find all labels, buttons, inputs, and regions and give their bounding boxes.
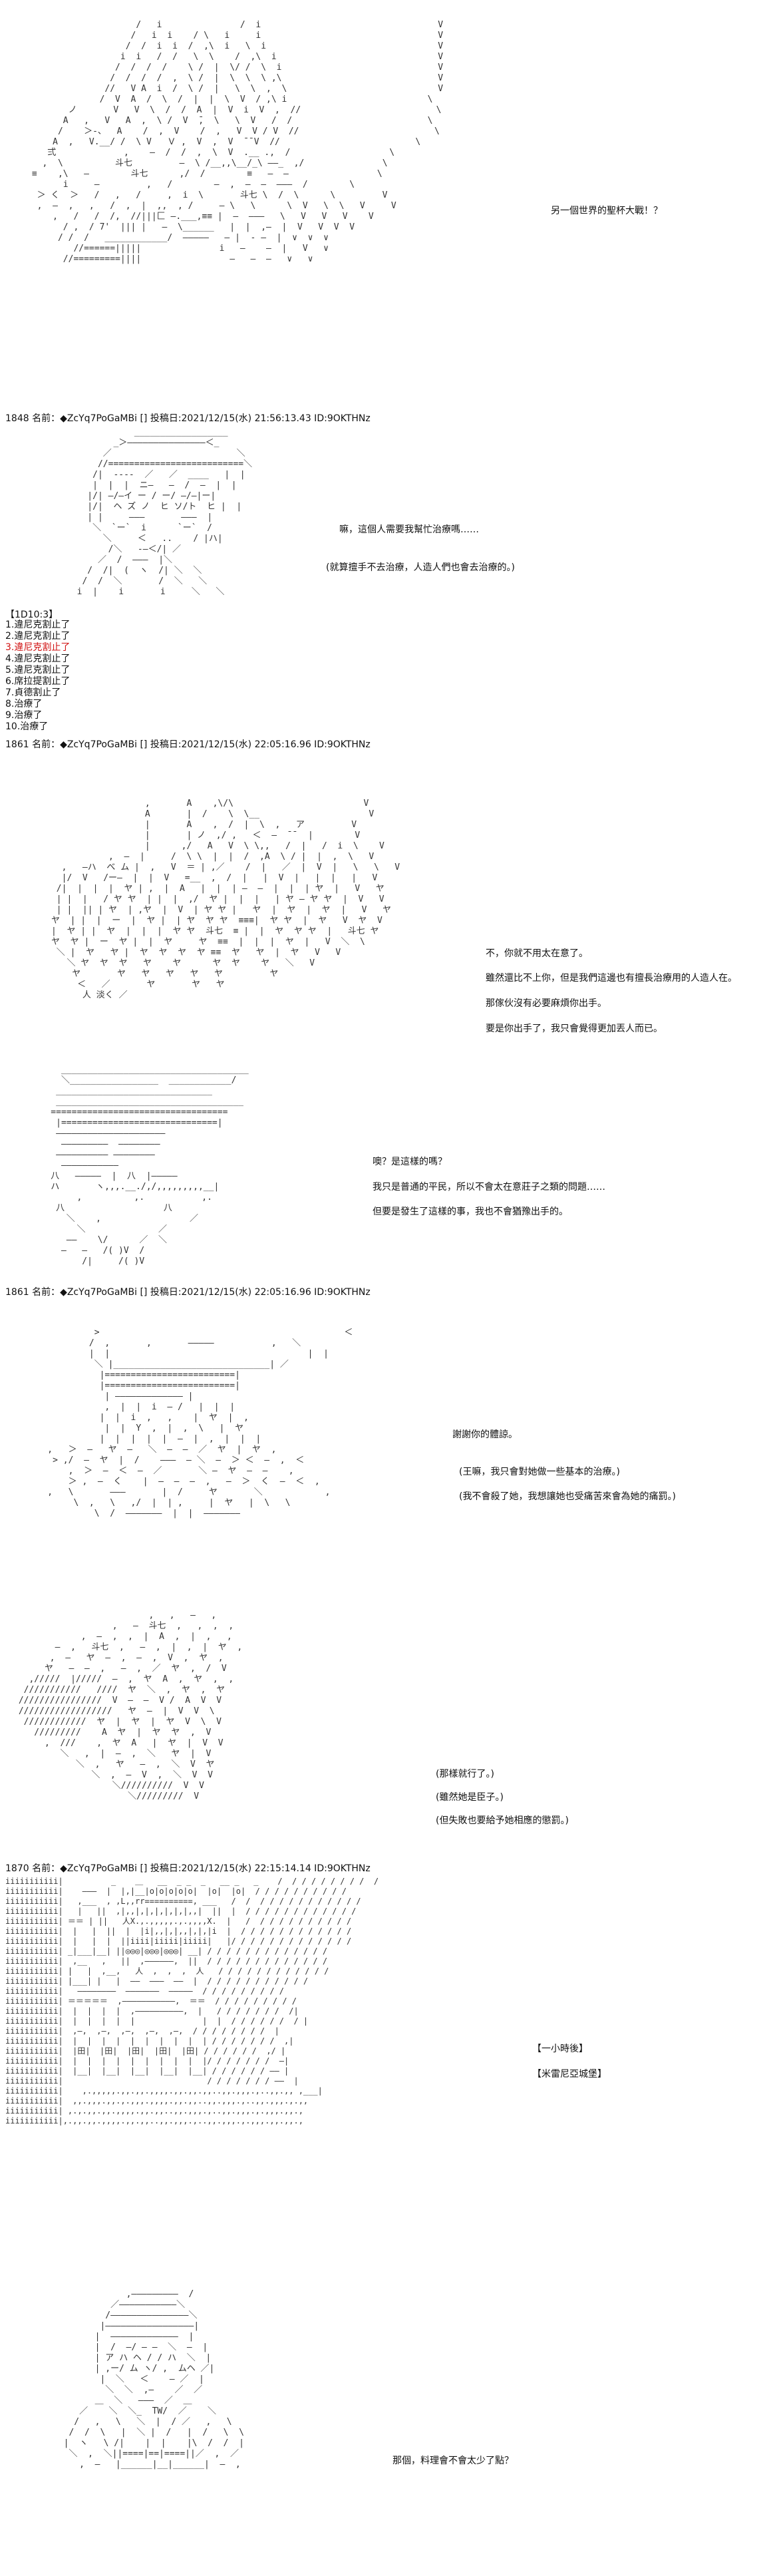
vote-item: 8.治療了: [5, 699, 43, 709]
post1870-line2: 【米雷尼亞城堡】: [532, 2069, 607, 2080]
post1861a-line4: 要是你出手了，我只會覺得更加丟人而已。: [486, 1023, 663, 1034]
vote-item: 9.治療了: [5, 710, 43, 721]
vote-item-selected: 3.違尼克割止了: [5, 642, 71, 653]
ascii-art-shirou: __________________ _＞―――――――――――――――＜_ ／…: [77, 427, 253, 597]
vote-item: 5.違尼克割止了: [5, 665, 71, 675]
vote-item: 6.席拉提割止了: [5, 676, 71, 687]
post1870-line3: 那個，料理會不會太少了點？: [392, 2456, 514, 2466]
post1861b-line6: (但失敗也要給予她相應的懲罰。): [436, 1815, 569, 1826]
vote-item: 2.違尼克割止了: [5, 631, 71, 642]
ascii-art-armored-king: > ＜ / , , ――――― , ＼ | | | | ＼ |_________…: [47, 1328, 353, 1519]
post1870-line1: 【一小時後】: [532, 2044, 588, 2054]
vote-item: 4.違尼克割止了: [5, 653, 71, 664]
ascii-art-hat-character: ____________________________________ ＼__…: [51, 1065, 249, 1266]
post1861a-line3: 那傢伙沒有必要麻煩你出手。: [486, 998, 607, 1009]
post1861a-line7: 但要是發生了這樣的事，我也不會猶豫出手的。: [373, 1206, 568, 1217]
post1861b-line2: (王嘛，我只會對她做一些基本的治療。): [459, 1467, 620, 1477]
post1861b-line1: 謝謝你的體諒。: [452, 1429, 518, 1440]
post1861b-line4: (那樣就行了。): [436, 1769, 494, 1779]
post1848-line1: 嘛，這個人需要我幫忙治療嗎……: [339, 524, 479, 535]
ascii-art-servant-group: / i / i V / i i / \ i i V / / i i / ,\ i…: [31, 20, 444, 264]
post1861a-line2: 雖然還比不上你，但是我們這邊也有擅長治療用的人造人在。: [486, 973, 737, 984]
ascii-art-castle-dining-hall: iiiiiiiiiii| _ ＿ __ _ _ _ __ _ _ / / / /…: [5, 1877, 379, 2125]
post1861a-line5: 噢？是這樣的嗎？: [373, 1157, 447, 1167]
post-header-1848: 1848 名前：◆ZcYq7PoGaMBi [] 投稿日:2021/12/15(…: [5, 413, 371, 424]
vote-results-list: 1.違尼克割止了 2.違尼克割止了 3.違尼克割止了 4.違尼克割止了 5.違尼…: [5, 620, 70, 733]
vote-item: 1.違尼克割止了: [5, 620, 71, 630]
post-header-1870: 1870 名前：◆ZcYq7PoGaMBi [] 投稿日:2021/12/15(…: [5, 1863, 371, 1874]
vote-item: 10.治療了: [5, 721, 49, 732]
post-header-1861b: 1861 名前：◆ZcYq7PoGaMBi [] 投稿日:2021/12/15(…: [5, 1287, 371, 1298]
panel1-line: 另一個世界的聖杯大戰！？: [551, 206, 663, 216]
post1861a-line6: 我只是普通的平民，所以不會太在意莊子之類的問題……: [373, 1182, 605, 1193]
ascii-art-shirou-apron: ,――――――――― / ／―――――――――――＼ /――――――――――――…: [63, 2289, 244, 2470]
ascii-art-kneeling-figure: , , ― , , ― 斗七 , , , , , ― , , | A , | ,…: [18, 1610, 243, 1801]
post1861b-line3: (我不會殺了她，我想讓她也受痛苦來會為她的痛罰。): [459, 1491, 676, 1502]
post1848-line2: (就算擅手不去治療，人造人們也會去治療的。): [326, 562, 515, 573]
post-header-1861a: 1861 名前：◆ZcYq7PoGaMBi [] 投稿日:2021/12/15(…: [5, 739, 371, 750]
vote-title: 【1D10:3】: [5, 610, 59, 620]
vote-item: 7.貞德割止了: [5, 687, 61, 698]
post1861a-line1: 不，你就不用太在意了。: [486, 948, 588, 959]
ascii-art-three-figures: , A ,\/\ V A | / \ \__ V | A , / | \ , ア…: [51, 799, 400, 1000]
post1861b-line5: (雖然她是臣子。): [436, 1792, 504, 1803]
